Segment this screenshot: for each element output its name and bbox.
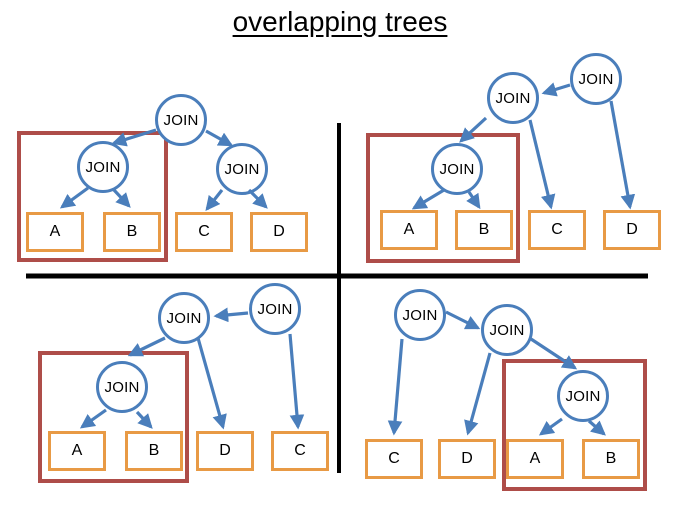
q1-leaf-d: D [250, 212, 308, 252]
q2-edge-root-mid [541, 82, 571, 97]
q1-leaf-c: C [175, 212, 233, 252]
q3-join-mid: JOIN [158, 292, 210, 344]
q2-join-low: JOIN [431, 143, 483, 195]
q3-leaf-a: A [48, 431, 106, 471]
q3-edge-mid-d [196, 337, 227, 430]
q3-leaf-d: D [196, 431, 254, 471]
q2-join-root: JOIN [570, 53, 622, 105]
page-title: overlapping trees [232, 6, 448, 37]
q2-leaf-a: A [380, 210, 438, 250]
q1-join-right: JOIN [216, 143, 268, 195]
q1-join-root: JOIN [155, 94, 207, 146]
q2-edge-mid-c [528, 119, 556, 210]
q3-leaf-b: B [125, 431, 183, 471]
q4-join-mid: JOIN [481, 304, 533, 356]
q3-leaf-c: C [271, 431, 329, 471]
q4-join-low: JOIN [557, 370, 609, 422]
q4-leaf-d: D [438, 439, 496, 479]
group-box-top-left [17, 131, 168, 262]
q1-leaf-a: A [26, 212, 84, 252]
q1-edge-root-right [205, 129, 234, 147]
q4-leaf-a: A [506, 439, 564, 479]
q2-leaf-c: C [528, 210, 586, 250]
q2-join-mid: JOIN [487, 72, 539, 124]
q3-edge-root-c [288, 333, 305, 430]
q3-join-root: JOIN [249, 283, 301, 335]
q4-edge-root-c [387, 338, 404, 436]
q2-leaf-d: D [603, 210, 661, 250]
q3-edge-root-mid [213, 307, 249, 323]
q4-edge-mid-d [464, 352, 492, 436]
q1-leaf-b: B [103, 212, 161, 252]
group-box-bottom-left [38, 351, 189, 483]
q1-edge-right-c [205, 189, 224, 212]
q2-leaf-b: B [455, 210, 513, 250]
q4-join-root: JOIN [394, 289, 446, 341]
q3-join-low: JOIN [96, 361, 148, 413]
q4-edge-root-mid [445, 310, 481, 330]
group-box-top-right [366, 133, 520, 263]
q4-leaf-b: B [582, 439, 640, 479]
q2-edge-root-d [609, 100, 636, 210]
q1-join-left: JOIN [77, 141, 129, 193]
q4-leaf-c: C [365, 439, 423, 479]
